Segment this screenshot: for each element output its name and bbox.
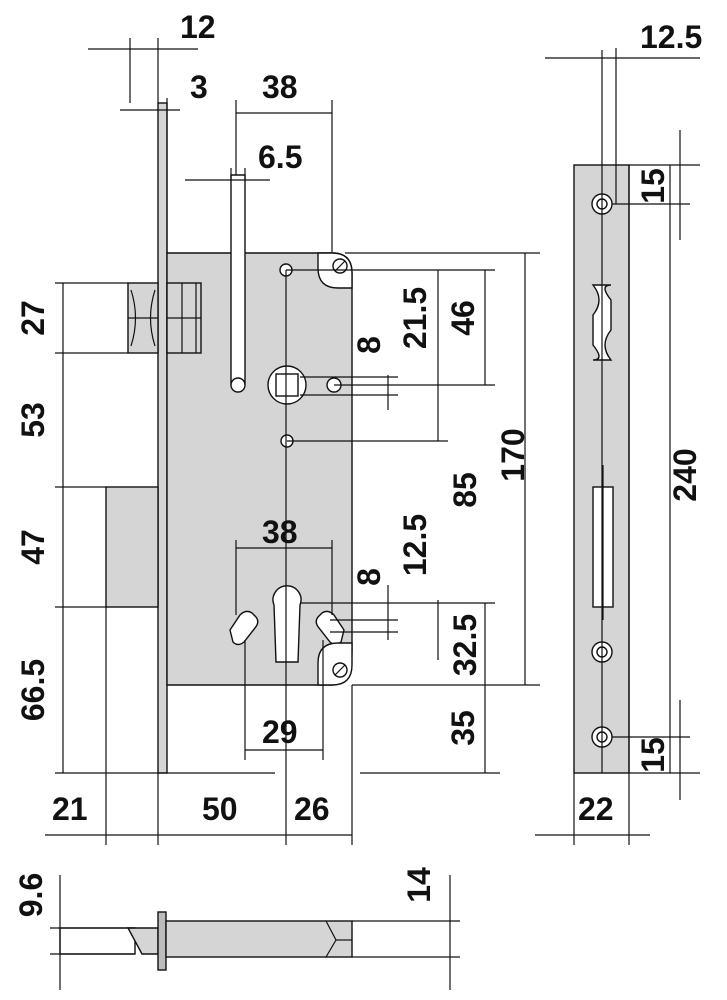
dim-46: 46	[445, 300, 481, 336]
dimension-labels: 12 3 38 6.5 27 53 47 66.5 21.5 46 8 170 …	[13, 9, 703, 917]
dim-6-5: 6.5	[258, 139, 302, 175]
dim-8-bottom: 8	[351, 568, 387, 586]
dim-21: 21	[52, 791, 88, 827]
dead-bolt	[105, 486, 159, 608]
bottom-case-screw	[317, 642, 353, 686]
dim-12-5: 12.5	[397, 514, 433, 576]
dim-53: 53	[15, 402, 51, 438]
slot-hole	[230, 377, 246, 393]
section-view	[50, 875, 460, 990]
dim-27: 27	[15, 300, 51, 336]
dim-3: 3	[190, 69, 208, 105]
section-case	[165, 920, 353, 958]
dim-section-9-6: 9.6	[13, 873, 49, 917]
dim-21-5: 21.5	[397, 287, 433, 349]
dim-faceplate-22: 22	[578, 791, 614, 827]
dim-12: 12	[180, 9, 216, 45]
lock-body-view	[105, 102, 353, 774]
dim-faceplate-240: 240	[667, 448, 703, 501]
section-front-plate	[157, 911, 167, 971]
dim-29: 29	[262, 714, 298, 750]
dim-faceplate-15-bottom: 15	[635, 737, 671, 773]
dim-85: 85	[447, 472, 483, 508]
dim-26: 26	[294, 791, 330, 827]
cylinder-cutout	[272, 585, 302, 663]
dim-section-14: 14	[401, 867, 437, 903]
dim-38-top: 38	[262, 69, 298, 105]
follower-slot	[230, 174, 246, 392]
dimension-lines	[45, 38, 540, 845]
dim-faceplate-12-5: 12.5	[640, 19, 702, 55]
follower-square	[267, 365, 342, 405]
faceplate-view	[535, 48, 700, 845]
dim-32-5: 32.5	[447, 614, 483, 676]
dim-35: 35	[445, 710, 481, 746]
dim-8-top: 8	[351, 336, 387, 354]
dim-38-middle: 38	[262, 514, 298, 550]
dim-faceplate-15-top: 15	[635, 168, 671, 204]
dim-170: 170	[495, 428, 531, 481]
latch-bolt	[127, 282, 202, 354]
dim-47: 47	[15, 529, 51, 565]
dim-50: 50	[202, 791, 238, 827]
section-bolt	[59, 927, 136, 955]
dim-66-5: 66.5	[15, 659, 51, 721]
front-plate	[157, 102, 168, 774]
